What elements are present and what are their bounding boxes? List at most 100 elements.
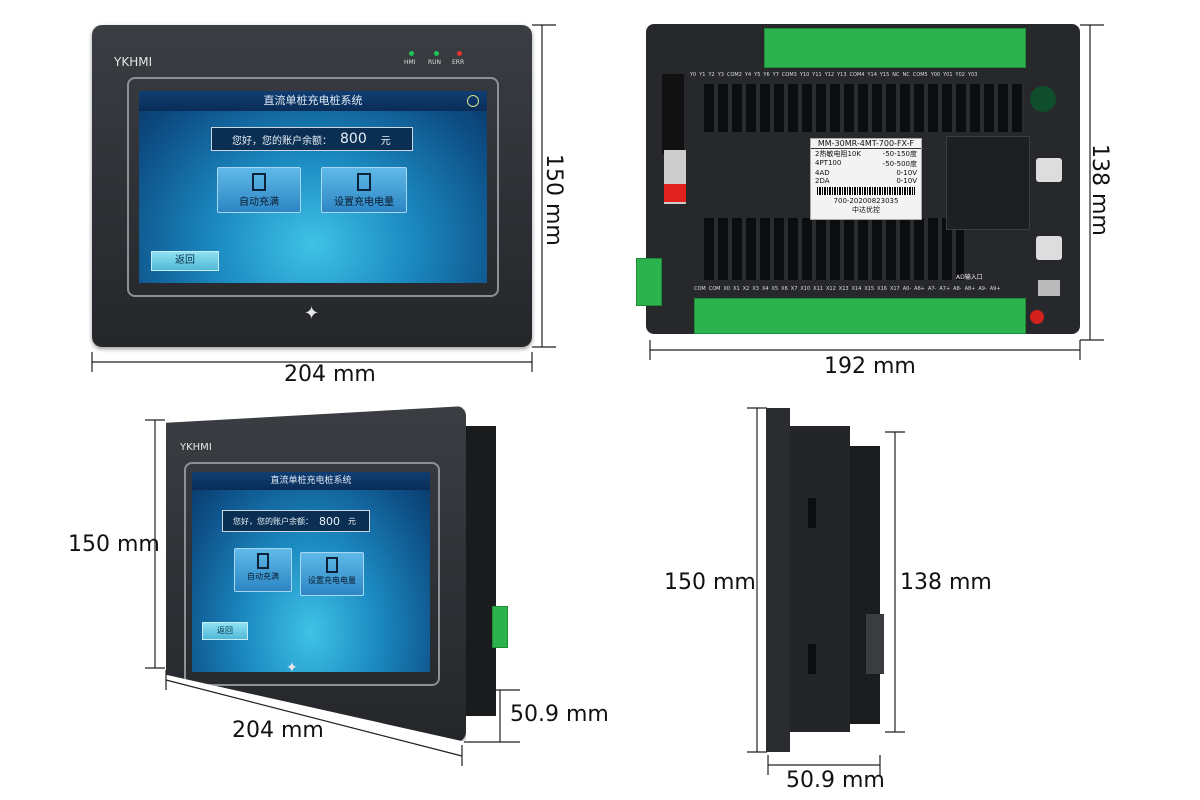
terminal-label-y5: Y5 <box>754 72 761 78</box>
brand-logo: YKHMI <box>114 55 153 69</box>
side-front-plate <box>766 408 790 752</box>
terminal-label-a9m: A9- <box>978 286 987 292</box>
angled-set-charge-label: 设置充电电量 <box>308 576 356 585</box>
back-button[interactable]: 返回 <box>151 251 219 271</box>
terminal-label-a8p: A8+ <box>964 286 976 292</box>
power-icon[interactable] <box>467 95 479 107</box>
bottom-terminal-labels: COM COM X0 X1 X2 X3 X4 X5 X6 X7 X10 X11 … <box>694 286 1024 296</box>
spec-row: 4PT100-50-500度 <box>811 159 921 169</box>
battery-icon <box>257 553 269 569</box>
maker-name: 中达优控 <box>852 206 880 214</box>
hmi-angled-view: YKHMI 直流单桩充电桩系统 您好，您的账户余额： 800 元 自动充满 设置… <box>166 406 508 742</box>
front-height-dimension: 150 mm <box>541 154 566 246</box>
terminal-label-y10: Y10 <box>799 72 810 78</box>
terminal-label-a0m: A0- <box>902 286 912 292</box>
spec-value: 0-10V <box>896 177 917 185</box>
back-width-dimension: 192 mm <box>824 354 916 379</box>
terminal-label-x1: X1 <box>733 286 740 292</box>
hmi-led <box>409 51 414 56</box>
serial-number: 700-20200823035 <box>833 197 899 205</box>
product-label: MM-30MR-4MT-700-FX-F 2热敏电阻10K-50-150度 4P… <box>810 138 922 220</box>
err-led-label: ERR <box>452 59 465 66</box>
spec-value: -50-150度 <box>882 150 917 158</box>
spec-value: 0-10V <box>896 169 917 177</box>
terminal-label-x6: X6 <box>781 286 788 292</box>
back-height-dimension: 138 mm <box>1087 144 1112 236</box>
angled-width-dimension: 204 mm <box>232 718 324 743</box>
terminal-label-x7: X7 <box>790 286 798 292</box>
balance-label: 您好，您的账户余额： <box>232 135 332 147</box>
terminal-label-nc1: NC <box>892 72 900 78</box>
terminal-label-nc2: NC <box>902 72 910 78</box>
terminal-label-a9p: A9+ <box>989 286 1001 292</box>
angled-balance-value: 800 <box>319 514 340 528</box>
battery-icon <box>252 173 266 191</box>
spec-value: -50-500度 <box>882 160 917 168</box>
back-label: 返回 <box>175 255 195 266</box>
reset-button[interactable] <box>1030 310 1044 324</box>
terminal-label-x4: X4 <box>761 286 769 292</box>
set-charge-button[interactable]: 设置充电电量 <box>321 167 407 213</box>
run-switch[interactable] <box>1030 86 1056 112</box>
terminal-label-y6: Y6 <box>763 72 770 78</box>
spec-row: 2热敏电阻10K-50-150度 <box>811 149 921 159</box>
terminal-label-x12: X12 <box>825 286 836 292</box>
angled-screen-title: 直流单桩充电桩系统 <box>192 472 430 490</box>
hmi-side-view <box>766 408 886 752</box>
top-terminal-block <box>764 28 1026 68</box>
angled-front-panel: YKHMI 直流单桩充电桩系统 您好，您的账户余额： 800 元 自动充满 设置… <box>166 406 466 742</box>
side-slot-2 <box>808 644 816 674</box>
angled-set-charge-button[interactable]: 设置充电电量 <box>300 552 364 596</box>
terminal-label-x10: X10 <box>800 286 811 292</box>
terminal-label-x16: X16 <box>877 286 887 292</box>
angled-balance-label: 您好，您的账户余额： <box>233 516 313 526</box>
touch-screen[interactable]: 直流单桩充电桩系统 您好，您的账户余额： 800 元 自动充满 设置充电电量 返… <box>139 91 487 283</box>
terminal-label-com5: COM5 <box>912 72 928 78</box>
angled-terminal <box>492 606 508 648</box>
angled-screen[interactable]: 直流单桩充电桩系统 您好，您的账户余额： 800 元 自动充满 设置充电电量 返… <box>192 472 430 672</box>
logo-icon: ✦ <box>304 303 320 324</box>
terminal-label-y02: Y02 <box>955 72 965 78</box>
ad-input-label: AD输入口 <box>956 274 983 281</box>
terminal-label-y7: Y7 <box>772 72 779 78</box>
battery-icon <box>357 173 371 191</box>
top-vent <box>704 84 1024 132</box>
terminal-label-com3: COM3 <box>781 72 797 78</box>
angled-back-label: 返回 <box>217 626 233 635</box>
terminal-label-com-b: COM <box>708 286 721 292</box>
terminal-label-x0: X0 <box>723 286 731 292</box>
terminal-label-a7p: A7+ <box>939 286 951 292</box>
set-charge-label: 设置充电电量 <box>334 197 394 208</box>
screen-title-text: 直流单桩充电桩系统 <box>263 94 363 107</box>
usb-a-port[interactable] <box>1038 280 1060 296</box>
usb-b-port[interactable] <box>1036 158 1062 182</box>
terminal-label-y03: Y03 <box>967 72 978 78</box>
terminal-label-a6p: A6+ <box>914 286 925 292</box>
side-terminal-block <box>636 258 662 306</box>
usb-b-port-2[interactable] <box>1036 236 1062 260</box>
terminal-label-x13: X13 <box>838 286 849 292</box>
terminal-label-y15: Y15 <box>879 72 890 78</box>
angled-back-button[interactable]: 返回 <box>202 622 248 640</box>
auto-charge-button[interactable]: 自动充满 <box>217 167 301 213</box>
angled-depth-dimension: 50.9 mm <box>510 702 609 727</box>
side-slot-1 <box>808 498 816 528</box>
angled-auto-charge-button[interactable]: 自动充满 <box>234 548 292 592</box>
angled-balance-unit: 元 <box>348 516 356 526</box>
terminal-label-y0: Y0 <box>690 72 697 78</box>
terminal-label-x15: X15 <box>864 286 875 292</box>
barcode <box>817 187 915 195</box>
terminal-label-y13: Y13 <box>837 72 847 78</box>
balance-box: 您好，您的账户余额： 800 元 <box>211 127 413 151</box>
bottom-vent <box>704 218 964 280</box>
terminal-label-y12: Y12 <box>824 72 835 78</box>
terminal-label-y2: Y2 <box>708 72 715 78</box>
angled-brand-logo: YKHMI <box>180 442 212 453</box>
auto-charge-label: 自动充满 <box>239 197 279 208</box>
run-led <box>434 51 439 56</box>
angled-auto-charge-label: 自动充满 <box>247 572 279 581</box>
angled-logo-icon: ✦ <box>286 660 298 676</box>
side-depth-dimension: 50.9 mm <box>786 768 885 793</box>
